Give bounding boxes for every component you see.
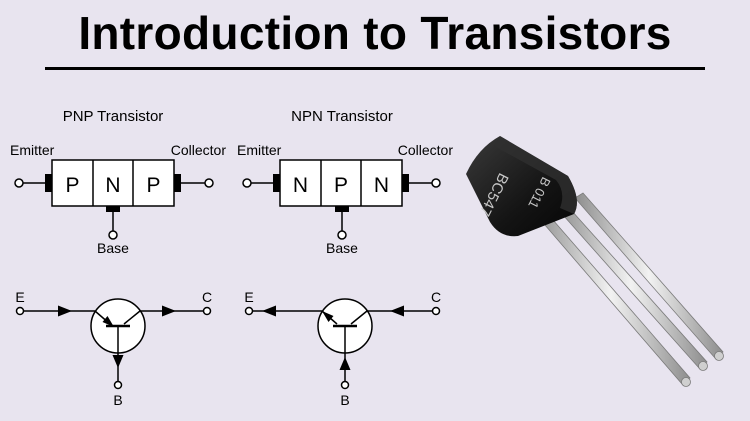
pnp-heading: PNP Transistor (63, 108, 164, 125)
pnp-symbol: E C B (15, 289, 212, 408)
transistor-body (466, 136, 577, 237)
pnp-layer-3: P (146, 174, 160, 197)
pnp-collector-terminal (204, 178, 214, 188)
pnp-base-label: Base (97, 240, 129, 256)
pnp-symbol-e-label: E (15, 289, 24, 305)
pnp-collector-label: Collector (171, 142, 227, 158)
npn-symbol: E C B (244, 289, 441, 408)
npn-heading: NPN Transistor (291, 108, 393, 125)
npn-collector-label: Collector (398, 142, 454, 158)
npn-symbol-c-label: C (431, 289, 441, 305)
page-title: Introduction to Transistors (78, 7, 672, 59)
pnp-base-terminal (108, 230, 118, 240)
pnp-emitter-label: Emitter (10, 142, 55, 158)
pnp-layer-box (51, 159, 175, 207)
pnp-layer-2: N (105, 174, 120, 197)
title-underline (45, 67, 705, 70)
npn-emitter-terminal (242, 178, 252, 188)
npn-layer-2: P (334, 174, 348, 197)
npn-collector-terminal (431, 178, 441, 188)
pnp-layer-1: P (65, 174, 79, 197)
pnp-structure: PNP Transistor Emitter Collector P N P B… (10, 108, 226, 256)
npn-structure: NPN Transistor Emitter Collector N P N B… (237, 108, 453, 256)
transistor-photo: BC547 B 011 (466, 136, 724, 387)
transistor-leads (531, 192, 724, 387)
npn-layer-box (279, 159, 403, 207)
npn-layer-1: N (293, 174, 308, 197)
npn-symbol-b-label: B (340, 392, 349, 408)
npn-symbol-e-label: E (244, 289, 253, 305)
npn-base-label: Base (326, 240, 358, 256)
npn-layer-3: N (374, 174, 389, 197)
npn-base-terminal (337, 230, 347, 240)
pnp-symbol-c-label: C (202, 289, 212, 305)
pnp-symbol-b-label: B (113, 392, 122, 408)
npn-emitter-label: Emitter (237, 142, 282, 158)
pnp-emitter-terminal (14, 178, 24, 188)
